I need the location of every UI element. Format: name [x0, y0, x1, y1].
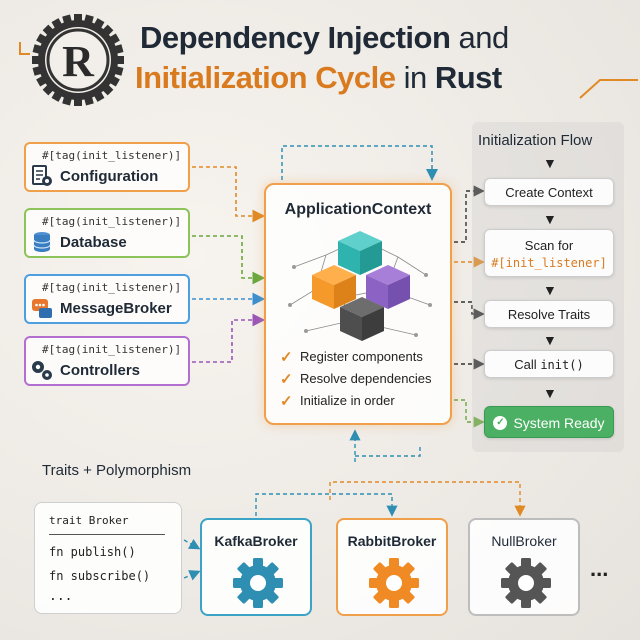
flow-title: Initialization Flow	[478, 132, 593, 149]
component-card-messagebroker: #[tag(init_listener)] MessageBroker	[24, 274, 190, 324]
checkmark-icon: ✓	[280, 371, 293, 388]
context-item-label: Register components	[300, 349, 423, 364]
title-line1-light: and	[458, 20, 510, 55]
check-circle-icon: ✓	[493, 416, 508, 431]
gear-icon	[369, 558, 419, 608]
code-line: ...	[49, 589, 73, 604]
context-item-label: Resolve dependencies	[300, 371, 432, 386]
component-name: MessageBroker	[60, 300, 172, 317]
context-checklist: ✓ Register components ✓ Resolve dependenci…	[280, 349, 432, 415]
arrow-down-icon: ▼	[543, 155, 557, 171]
flow-step-resolve-traits: Resolve Traits	[484, 300, 614, 328]
impl-name: KafkaBroker	[214, 533, 298, 549]
step-code: #[init_listener]	[491, 256, 607, 270]
step-label: Resolve Traits	[507, 307, 591, 322]
arrow-down-icon: ▼	[543, 211, 557, 227]
impl-name: RabbitBroker	[347, 533, 437, 549]
component-tag: #[tag(init_listener)]	[42, 149, 182, 162]
title-line2-bold: Initialization Cycle	[135, 60, 396, 95]
title-line2-light: in	[403, 60, 428, 95]
gears-icon	[32, 361, 52, 380]
context-title: ApplicationContext	[284, 201, 432, 218]
flow-step-call-init: Call init()	[484, 350, 614, 378]
trait-code-block: trait Broker fn publish() fn subscribe()…	[34, 502, 182, 614]
component-name: Controllers	[60, 362, 141, 379]
checkmark-icon: ✓	[280, 393, 293, 410]
impl-card-kafkabroker: KafkaBroker	[200, 518, 312, 616]
page-title: Dependency Injection and	[140, 20, 509, 56]
cubes-icon	[288, 231, 432, 341]
traits-title: Traits + Polymorphism	[42, 462, 192, 479]
divider	[49, 534, 165, 535]
svg-text:R: R	[62, 37, 95, 86]
flow-step-system-ready: ✓ System Ready	[484, 406, 614, 438]
step-label: System Ready	[513, 415, 605, 431]
impl-name: NullBroker	[491, 533, 557, 549]
component-tag: #[tag(init_listener)]	[42, 343, 182, 356]
flow-step-scan: Scan for #[init_listener]	[484, 229, 614, 277]
component-name: Database	[60, 234, 127, 251]
code-line: fn subscribe()	[49, 569, 151, 583]
page-subtitle: Initialization Cycle in Rust	[135, 60, 502, 96]
arrow-down-icon: ▼	[543, 282, 557, 298]
gear-icon	[501, 558, 551, 608]
component-card-configuration: #[tag(init_listener)] Configuration	[24, 142, 190, 192]
title-line2-lang: Rust	[434, 60, 502, 95]
impl-card-rabbitbroker: RabbitBroker	[336, 518, 448, 616]
title-line1-bold: Dependency Injection	[140, 20, 451, 55]
database-icon	[33, 232, 51, 252]
impl-card-nullbroker: NullBroker	[468, 518, 580, 616]
step-label: Create Context	[505, 185, 593, 200]
component-card-controllers: #[tag(init_listener)] Controllers	[24, 336, 190, 386]
component-card-database: #[tag(init_listener)] Database	[24, 208, 190, 258]
context-item-label: Initialize in order	[300, 393, 395, 408]
message-icon	[32, 299, 52, 318]
flow-step-create-context: Create Context	[484, 178, 614, 206]
rust-logo-icon: R	[32, 14, 124, 106]
list-item: ✓ Register components	[280, 349, 432, 371]
application-context-box: ApplicationContext ✓ Register components …	[264, 183, 452, 425]
document-gear-icon	[32, 165, 52, 186]
step-label: Call	[514, 357, 537, 372]
initialization-flow-panel	[472, 122, 624, 452]
code-header: trait Broker	[49, 514, 129, 527]
step-label: Scan for	[524, 238, 574, 253]
code-line: fn publish()	[49, 545, 136, 559]
component-tag: #[tag(init_listener)]	[42, 281, 182, 294]
component-tag: #[tag(init_listener)]	[42, 215, 182, 228]
checkmark-icon: ✓	[280, 349, 293, 366]
list-item: ✓ Initialize in order	[280, 393, 432, 415]
arrow-down-icon: ▼	[543, 332, 557, 348]
more-ellipsis: ...	[590, 556, 609, 581]
gear-icon	[233, 558, 283, 608]
list-item: ✓ Resolve dependencies	[280, 371, 432, 393]
step-code: init()	[540, 358, 584, 372]
arrow-down-icon: ▼	[543, 385, 557, 401]
component-name: Configuration	[60, 168, 159, 185]
